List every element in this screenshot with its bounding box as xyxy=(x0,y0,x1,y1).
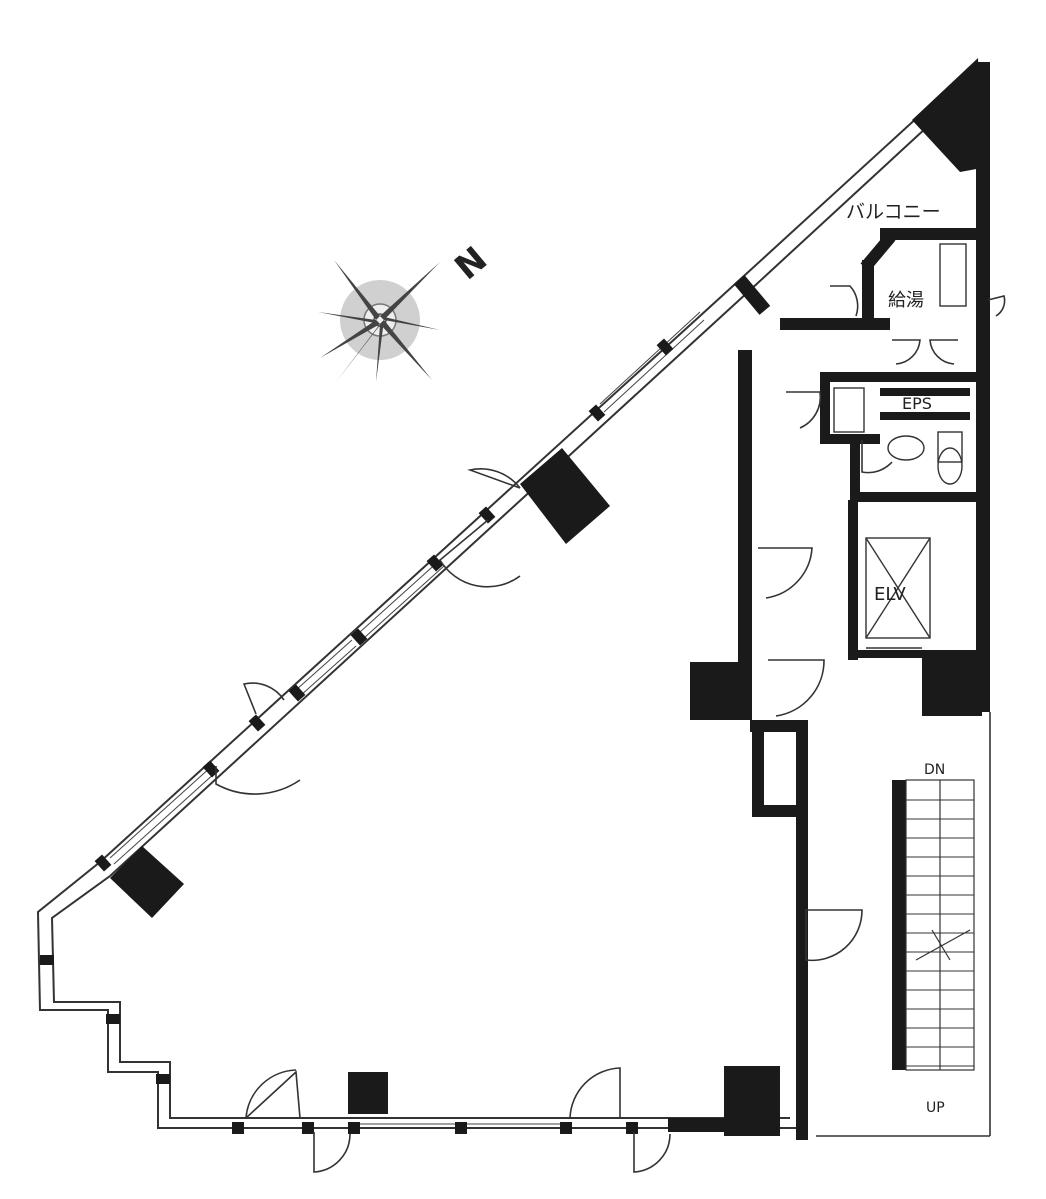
elv-car xyxy=(865,537,931,639)
window-strips xyxy=(109,311,705,1125)
mullions xyxy=(40,338,730,1134)
column-bottom-right xyxy=(724,1066,780,1136)
north-label: N xyxy=(447,239,495,288)
column-bottom-mid xyxy=(348,1072,388,1114)
column-diagonal-lower xyxy=(110,846,184,918)
doors xyxy=(215,285,1006,1173)
kyuto-label: 給湯 xyxy=(888,290,924,311)
toilet-1 xyxy=(887,435,925,461)
compass-rose xyxy=(318,260,440,382)
stair-dn-label: DN xyxy=(924,762,945,778)
toilet-2 xyxy=(937,447,963,485)
stairs xyxy=(816,712,991,1137)
column-diagonal-upper xyxy=(520,448,610,544)
elv-label: ELV xyxy=(874,584,906,605)
balcony-label: バルコニー xyxy=(846,201,941,223)
stair-up-label: UP xyxy=(926,1100,945,1116)
fixtures xyxy=(833,243,967,649)
column-core-left xyxy=(690,662,750,720)
outer-wall xyxy=(36,61,979,1129)
column-elv-bottom xyxy=(922,652,982,716)
eps-label: EPS xyxy=(902,394,932,413)
service-sink xyxy=(833,387,865,433)
corner-column-tip xyxy=(912,58,982,172)
right-outer-wall xyxy=(976,62,990,712)
kyuto-sink xyxy=(939,243,967,307)
columns xyxy=(110,448,982,1136)
